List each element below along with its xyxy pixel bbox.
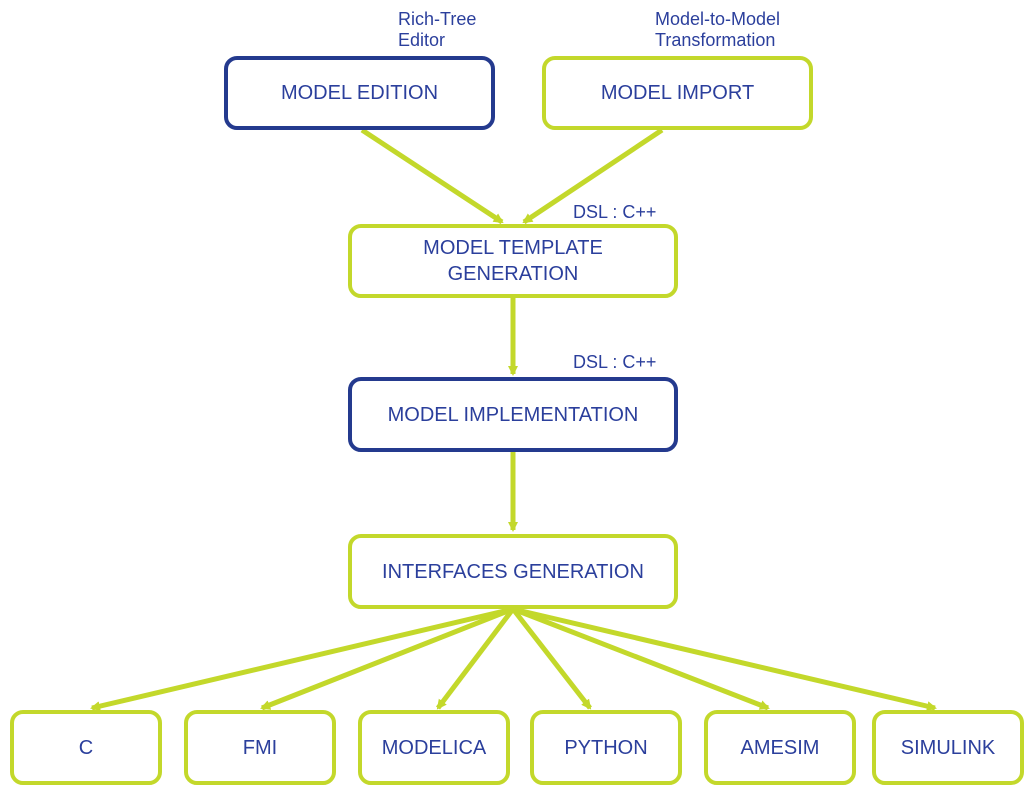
target-amesim-box: AMESIM [704, 710, 856, 785]
dsl-implementation-note: DSL : C++ [573, 352, 657, 372]
model-edition-box: MODEL EDITION [224, 56, 495, 130]
target-python-label: PYTHON [564, 736, 648, 759]
rich-tree-editor-note: Rich-Tree Editor [398, 9, 477, 50]
target-python-box: PYTHON [530, 710, 682, 785]
interfaces-generation-box: INTERFACES GENERATION [348, 534, 678, 609]
model-template-generation-label-line2: GENERATION [447, 263, 579, 285]
arrow-to-c [90, 606, 514, 712]
model-edition-label: MODEL EDITION [280, 82, 439, 104]
target-amesim-label: AMESIM [740, 736, 820, 759]
target-fmi-label: FMI [242, 736, 278, 759]
target-modelica-box: MODELICA [358, 710, 510, 785]
arrow-to-modelica [436, 607, 515, 710]
model-template-generation-box: MODEL TEMPLATE GENERATION [348, 224, 678, 298]
model-import-box: MODEL IMPORT [542, 56, 813, 130]
model-template-generation-label-line1: MODEL TEMPLATE [423, 237, 603, 259]
model-import-label: MODEL IMPORT [600, 82, 755, 104]
target-simulink-label: SIMULINK [900, 736, 996, 759]
arrow-to-python [511, 607, 592, 710]
model-to-model-note: Model-to-Model Transformation [655, 9, 781, 50]
target-modelica-label: MODELICA [381, 736, 487, 759]
arrow-to-amesim [512, 606, 770, 711]
model-implementation-box: MODEL IMPLEMENTATION [348, 377, 678, 452]
arrow-edition-to-template [360, 127, 504, 225]
target-simulink-box: SIMULINK [872, 710, 1024, 785]
model-implementation-label: MODEL IMPLEMENTATION [387, 403, 639, 426]
target-fmi-box: FMI [184, 710, 336, 785]
arrow-import-to-template [522, 127, 664, 225]
target-c-box: C [10, 710, 162, 785]
interfaces-generation-label: INTERFACES GENERATION [382, 560, 644, 583]
arrow-to-fmi [260, 606, 514, 711]
arrow-to-simulink [512, 606, 937, 712]
dsl-template-note: DSL : C++ [573, 202, 657, 222]
target-c-label: C [78, 736, 94, 759]
